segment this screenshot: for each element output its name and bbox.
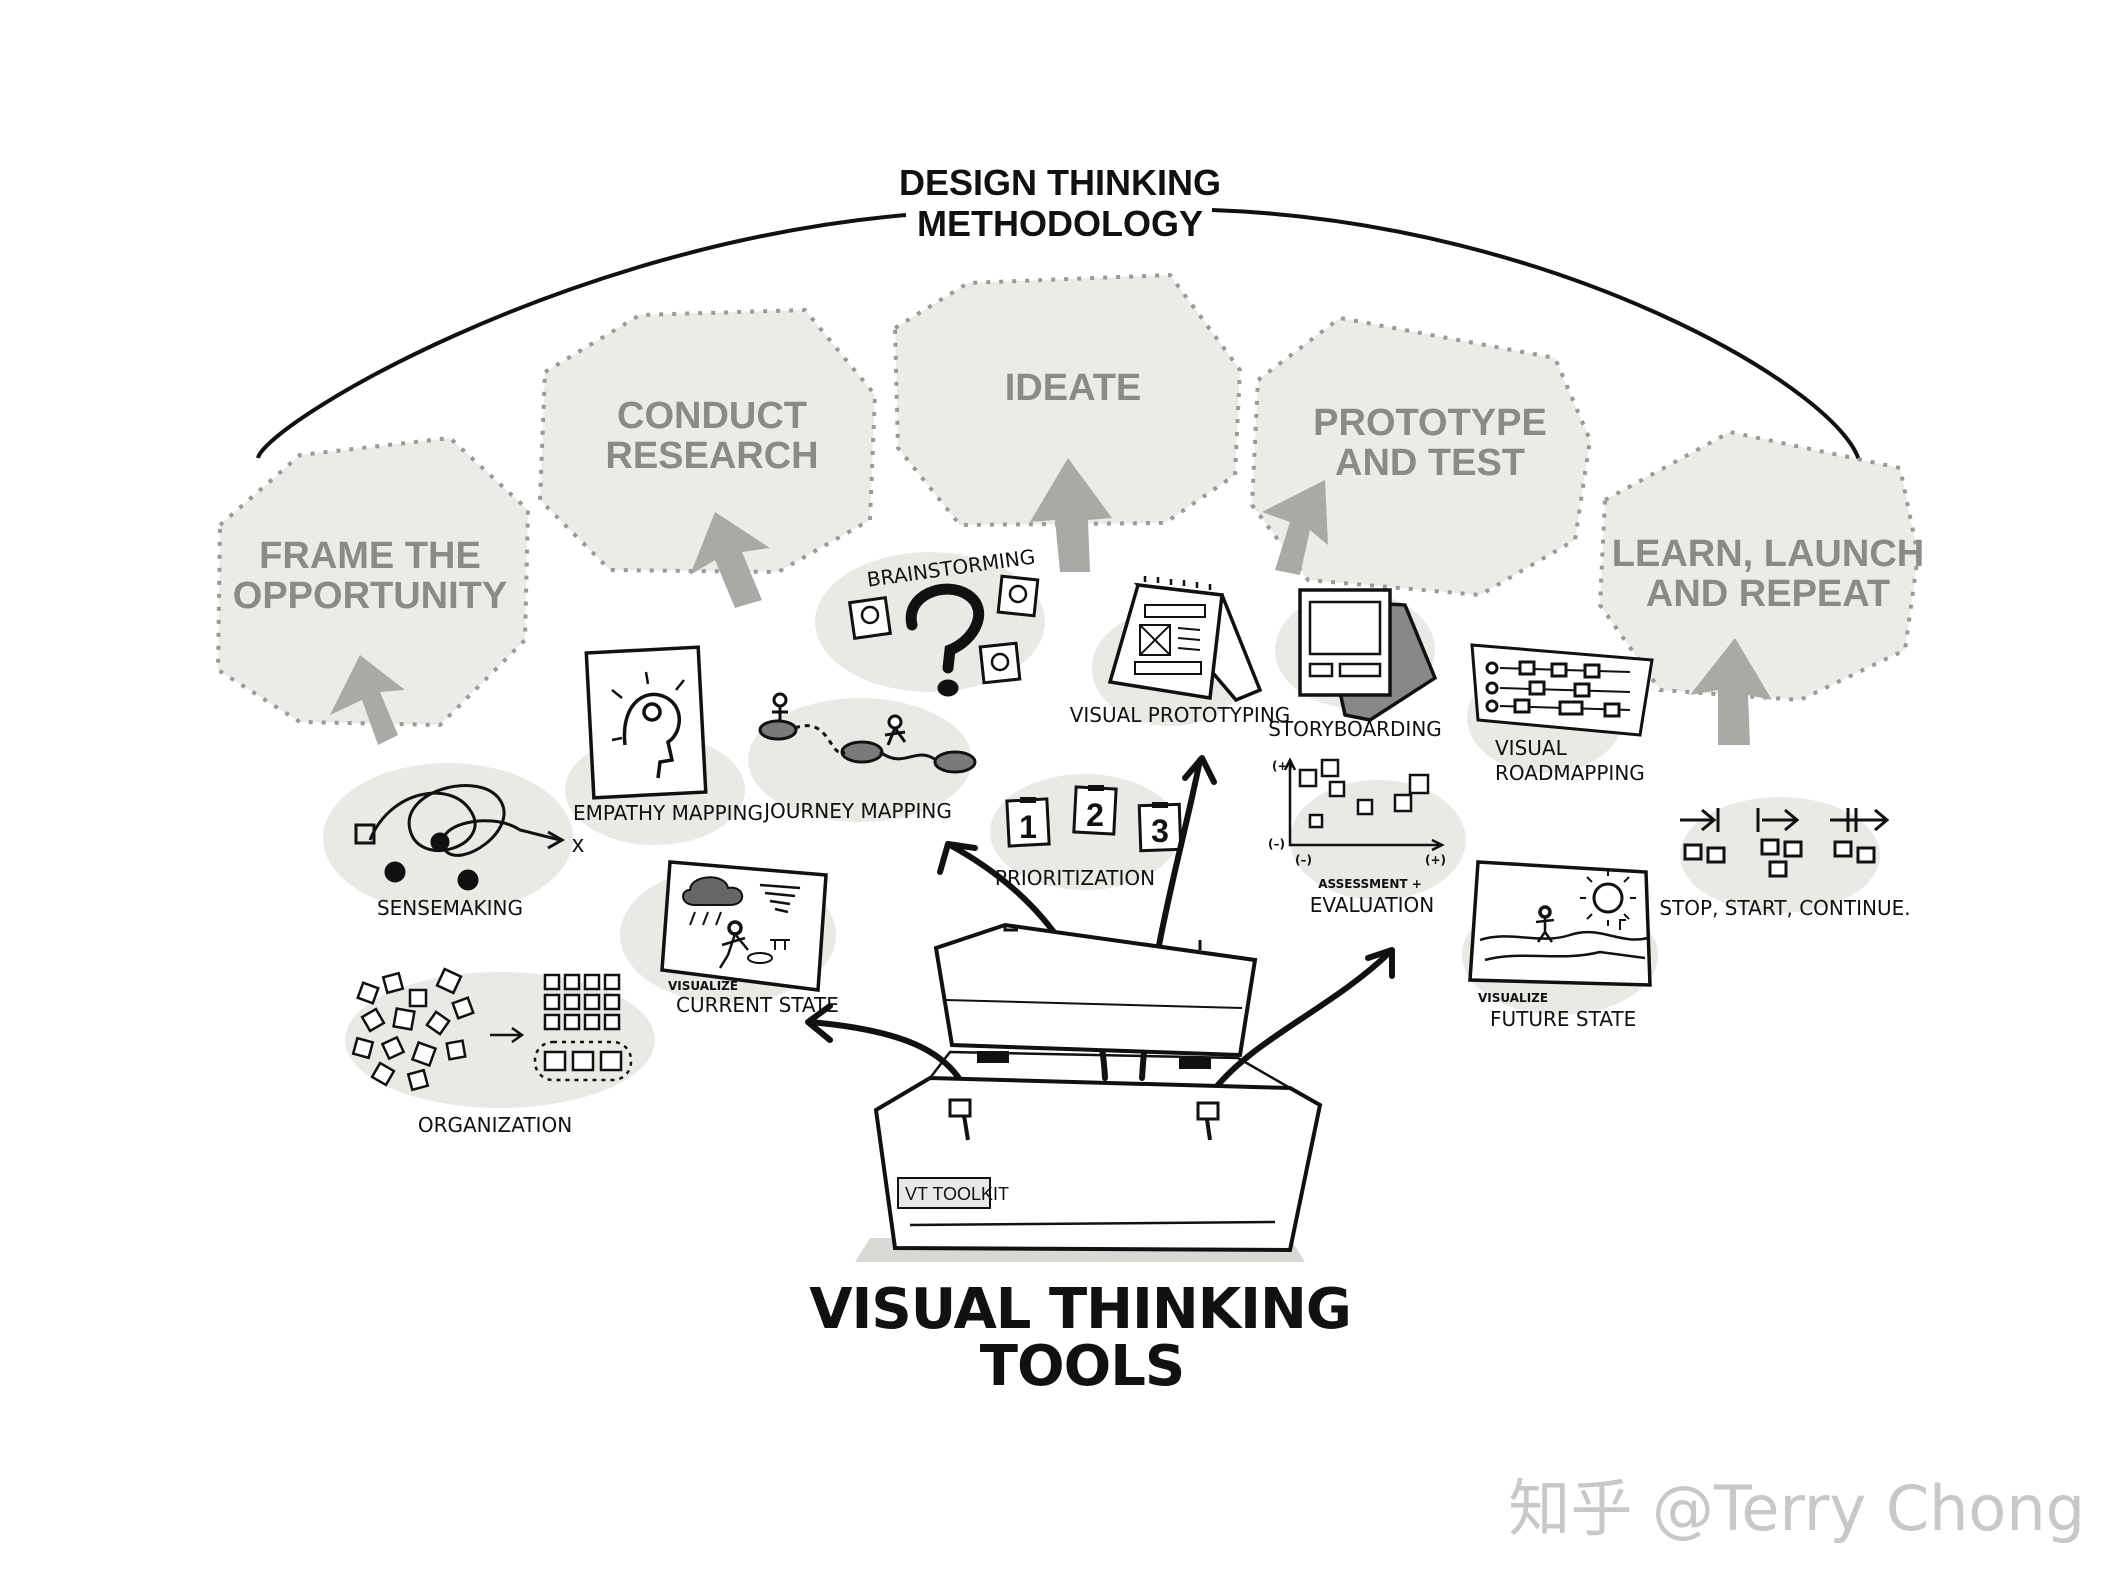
label-sensemaking: SENSEMAKING: [377, 896, 523, 920]
stage-label-line2: AND TEST: [1335, 442, 1525, 484]
label-storyboarding: STORYBOARDING: [1268, 717, 1442, 741]
methodology-title-line1: DESIGN THINKING: [899, 162, 1221, 203]
tool-visualize-current-state: [662, 862, 826, 990]
label-prioritization: PRIORITIZATION: [995, 866, 1155, 890]
label-visualize-current: CURRENT STATE: [676, 993, 839, 1017]
stage-label-line2: AND REPEAT: [1646, 573, 1890, 615]
stage-label-line2: RESEARCH: [605, 435, 818, 477]
label-empathy-mapping: EMPATHY MAPPING: [573, 801, 763, 825]
tool-visual-roadmapping: [1472, 645, 1652, 735]
tool-empathy-mapping: [586, 647, 705, 798]
svg-text:x: x: [572, 831, 584, 858]
footer-line1: VISUAL THINKING: [809, 1277, 1351, 1342]
stage-label-line2: OPPORTUNITY: [233, 575, 507, 617]
label-organization: ORGANIZATION: [418, 1113, 572, 1137]
axis-minus-y: (–): [1268, 837, 1285, 851]
axis-plus-x: (+): [1425, 853, 1446, 867]
toolkit-label: VT TOOLKIT: [905, 1184, 1009, 1204]
label-visualize-future: FUTURE STATE: [1490, 1007, 1636, 1031]
label-stop-start-continue: STOP, START, CONTINUE.: [1659, 896, 1910, 920]
footer-line2: TOOLS: [980, 1334, 1184, 1399]
stage-label-line1: FRAME THE: [259, 535, 481, 577]
label-visualize-current-small: VISUALIZE: [668, 979, 738, 993]
stage-label-line1: LEARN, LAUNCH: [1612, 533, 1924, 575]
methodology-title-line2: METHODOLOGY: [917, 203, 1203, 244]
priority-number-1: 1: [1019, 809, 1037, 845]
label-assessment-line2: EVALUATION: [1310, 893, 1434, 917]
toolkit-box: [855, 925, 1320, 1262]
label-assessment-line1: ASSESSMENT +: [1318, 877, 1422, 891]
axis-plus-y: (+): [1272, 759, 1293, 773]
priority-number-2: 2: [1086, 797, 1104, 833]
label-visual-prototyping: VISUAL PROTOTYPING: [1070, 703, 1291, 727]
stage-label-line1: PROTOTYPE: [1313, 402, 1547, 444]
label-journey-mapping: JOURNEY MAPPING: [762, 799, 952, 823]
tool-visual-prototyping: [1110, 576, 1260, 700]
watermark: 知乎 @Terry Chong: [1508, 1472, 2085, 1545]
stage-label-line1: CONDUCT: [617, 395, 807, 437]
label-roadmapping-line1: VISUAL: [1495, 736, 1568, 760]
tool-visualize-future-state: [1470, 862, 1650, 985]
stage-label-line1: IDEATE: [1005, 367, 1142, 409]
label-visualize-future-small: VISUALIZE: [1478, 991, 1548, 1005]
priority-number-3: 3: [1151, 813, 1169, 849]
axis-minus-x: (–): [1295, 853, 1312, 867]
label-roadmapping-line2: ROADMAPPING: [1495, 761, 1645, 785]
